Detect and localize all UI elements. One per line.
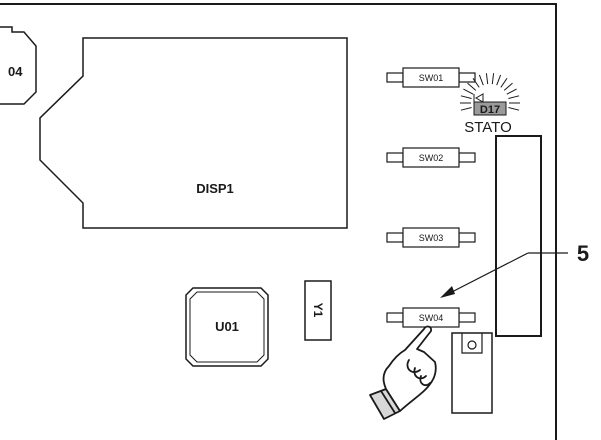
led-glow-ray <box>472 78 480 88</box>
connector-label: 04 <box>8 64 23 79</box>
led-glow-ray <box>508 95 520 99</box>
chip-label: U01 <box>215 319 239 334</box>
pointing-hand-icon <box>369 325 437 420</box>
led-burst-icon <box>460 73 520 111</box>
crystal-label: Y1 <box>311 303 325 318</box>
led-glow-ray <box>463 88 474 95</box>
status-label: STATO <box>464 119 512 136</box>
led-glow-ray <box>467 82 477 91</box>
led-glow-ray <box>500 78 508 88</box>
led-d17: D17 STATO <box>460 73 520 136</box>
display-label: DISP1 <box>196 181 234 196</box>
led-glow-ray <box>460 95 472 99</box>
led-glow-ray <box>491 73 495 85</box>
diode-symbol-icon <box>473 93 484 103</box>
switch-sw04[interactable]: SW04 <box>386 307 476 328</box>
switch-label: SW02 <box>419 153 444 163</box>
led-glow-ray <box>460 107 472 111</box>
led-label: D17 <box>480 104 500 116</box>
led-glow-ray <box>503 82 513 91</box>
led-glow-ray <box>478 74 484 86</box>
switch-label: SW03 <box>419 233 444 243</box>
led-glow-ray <box>496 74 502 86</box>
callout-arrow <box>440 252 568 298</box>
switch-label: SW01 <box>419 73 444 83</box>
switch-label: SW04 <box>419 313 444 323</box>
display-module: DISP1 <box>39 37 348 229</box>
switch-sw03[interactable]: SW03 <box>386 227 476 248</box>
voltage-regulator <box>451 332 493 414</box>
switch-sw02[interactable]: SW02 <box>386 147 476 168</box>
board-outline <box>0 3 557 440</box>
chip-u01: U01 <box>185 287 269 367</box>
led-glow-ray <box>485 73 489 85</box>
crystal-y1: Y1 <box>304 280 332 341</box>
callout-number: 5 <box>577 241 589 266</box>
led-glow-ray <box>508 107 520 111</box>
led-glow-ray <box>506 88 517 95</box>
switch-sw01[interactable]: SW01 <box>386 67 476 88</box>
edge-connector: 04 <box>0 26 37 105</box>
connector-block <box>495 135 542 337</box>
